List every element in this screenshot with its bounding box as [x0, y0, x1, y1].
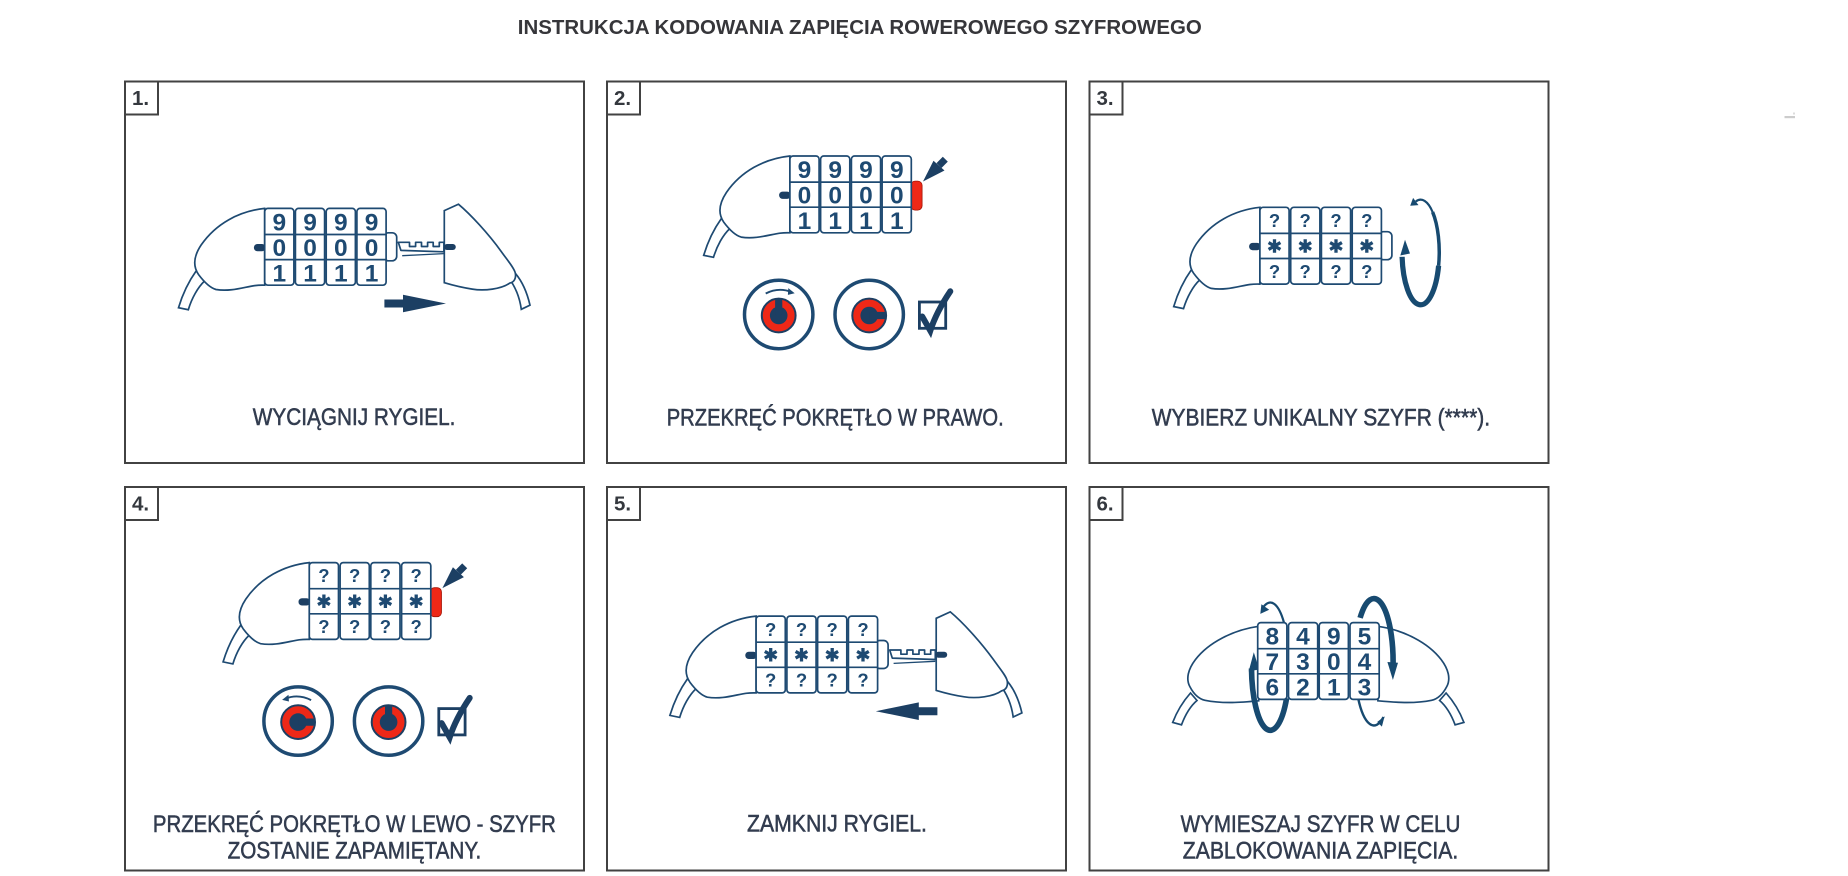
svg-text:1: 1 — [828, 208, 842, 235]
svg-text:3.: 3. — [1096, 87, 1113, 110]
svg-text:WYCIĄGNIJ RYGIEL.: WYCIĄGNIJ RYGIEL. — [253, 404, 456, 431]
svg-text:4.: 4. — [132, 492, 149, 515]
svg-text:?: ? — [796, 670, 807, 691]
svg-text:4: 4 — [1358, 649, 1372, 676]
svg-text:1: 1 — [859, 208, 873, 235]
svg-text:9: 9 — [798, 157, 812, 184]
svg-text:1: 1 — [890, 208, 904, 235]
svg-text:1: 1 — [303, 260, 317, 287]
svg-text:9: 9 — [272, 209, 286, 236]
svg-text:9: 9 — [303, 209, 317, 236]
svg-text:?: ? — [411, 616, 422, 637]
svg-text:?: ? — [857, 670, 868, 691]
svg-text:1: 1 — [272, 260, 286, 287]
svg-text:1: 1 — [334, 260, 348, 287]
svg-text:6.: 6. — [1096, 492, 1113, 515]
svg-text:1: 1 — [365, 260, 379, 287]
svg-text:?: ? — [857, 619, 868, 640]
svg-text:?: ? — [765, 619, 776, 640]
svg-text:0: 0 — [828, 183, 842, 210]
svg-text:?: ? — [1330, 261, 1341, 282]
svg-text:5: 5 — [1358, 624, 1372, 651]
svg-text:ZAMKNIJ RYGIEL.: ZAMKNIJ RYGIEL. — [747, 811, 927, 838]
svg-text:?: ? — [1269, 210, 1280, 231]
svg-text:0: 0 — [798, 183, 812, 210]
svg-text:?: ? — [1269, 261, 1280, 282]
svg-text:9: 9 — [334, 209, 348, 236]
svg-text:0: 0 — [334, 235, 348, 262]
svg-text:?: ? — [318, 616, 329, 637]
svg-text:2: 2 — [1296, 675, 1310, 702]
svg-text:WYMIESZAJ SZYFR W CELU: WYMIESZAJ SZYFR W CELU — [1181, 811, 1461, 838]
svg-text:?: ? — [349, 565, 360, 586]
svg-text:0: 0 — [1327, 649, 1341, 676]
svg-text:9: 9 — [890, 157, 904, 184]
svg-text:PRZEKRĘĆ POKRĘTŁO W PRAWO.: PRZEKRĘĆ POKRĘTŁO W PRAWO. — [667, 405, 1004, 432]
svg-text:0: 0 — [272, 235, 286, 262]
svg-text:8: 8 — [1265, 624, 1279, 651]
svg-text:?: ? — [1361, 210, 1372, 231]
svg-text:0: 0 — [303, 235, 317, 262]
svg-text:ZOSTANIE ZAPAMIĘTANY.: ZOSTANIE ZAPAMIĘTANY. — [228, 837, 482, 864]
svg-text:1: 1 — [1327, 675, 1341, 702]
svg-text:?: ? — [827, 670, 838, 691]
svg-text:3: 3 — [1296, 649, 1310, 676]
svg-text:?: ? — [318, 565, 329, 586]
svg-text:?: ? — [1361, 261, 1372, 282]
svg-text:3: 3 — [1358, 675, 1372, 702]
svg-text:?: ? — [380, 565, 391, 586]
svg-text:?: ? — [827, 619, 838, 640]
svg-text:9: 9 — [859, 157, 873, 184]
svg-text:INSTRUKCJA KODOWANIA ZAPIĘCIA: INSTRUKCJA KODOWANIA ZAPIĘCIA ROWEROWEGO… — [518, 17, 1202, 39]
svg-text:?: ? — [1330, 210, 1341, 231]
svg-text:1: 1 — [798, 208, 812, 235]
svg-text:?: ? — [349, 616, 360, 637]
svg-text:7: 7 — [1265, 649, 1279, 676]
svg-text:0: 0 — [890, 183, 904, 210]
svg-text:0: 0 — [365, 235, 379, 262]
svg-text:WYBIERZ UNIKALNY SZYFR (****).: WYBIERZ UNIKALNY SZYFR (****). — [1152, 405, 1490, 432]
svg-text:?: ? — [1300, 261, 1311, 282]
svg-text:0: 0 — [859, 183, 873, 210]
svg-text:6: 6 — [1265, 675, 1279, 702]
svg-text:PRZEKRĘĆ POKRĘTŁO W LEWO - SZY: PRZEKRĘĆ POKRĘTŁO W LEWO - SZYFR — [153, 811, 556, 838]
svg-text:?: ? — [411, 565, 422, 586]
svg-text:ZABLOKOWANIA ZAPIĘCIA.: ZABLOKOWANIA ZAPIĘCIA. — [1183, 837, 1458, 864]
svg-text:9: 9 — [1327, 624, 1341, 651]
svg-text:?: ? — [380, 616, 391, 637]
svg-text:?: ? — [1300, 210, 1311, 231]
svg-text:?: ? — [765, 670, 776, 691]
svg-text:1.: 1. — [132, 87, 149, 110]
svg-text:9: 9 — [828, 157, 842, 184]
svg-text:2.: 2. — [614, 87, 631, 110]
svg-text:9: 9 — [365, 209, 379, 236]
svg-text:4: 4 — [1296, 624, 1310, 651]
svg-text:?: ? — [796, 619, 807, 640]
svg-text:5.: 5. — [614, 492, 631, 515]
